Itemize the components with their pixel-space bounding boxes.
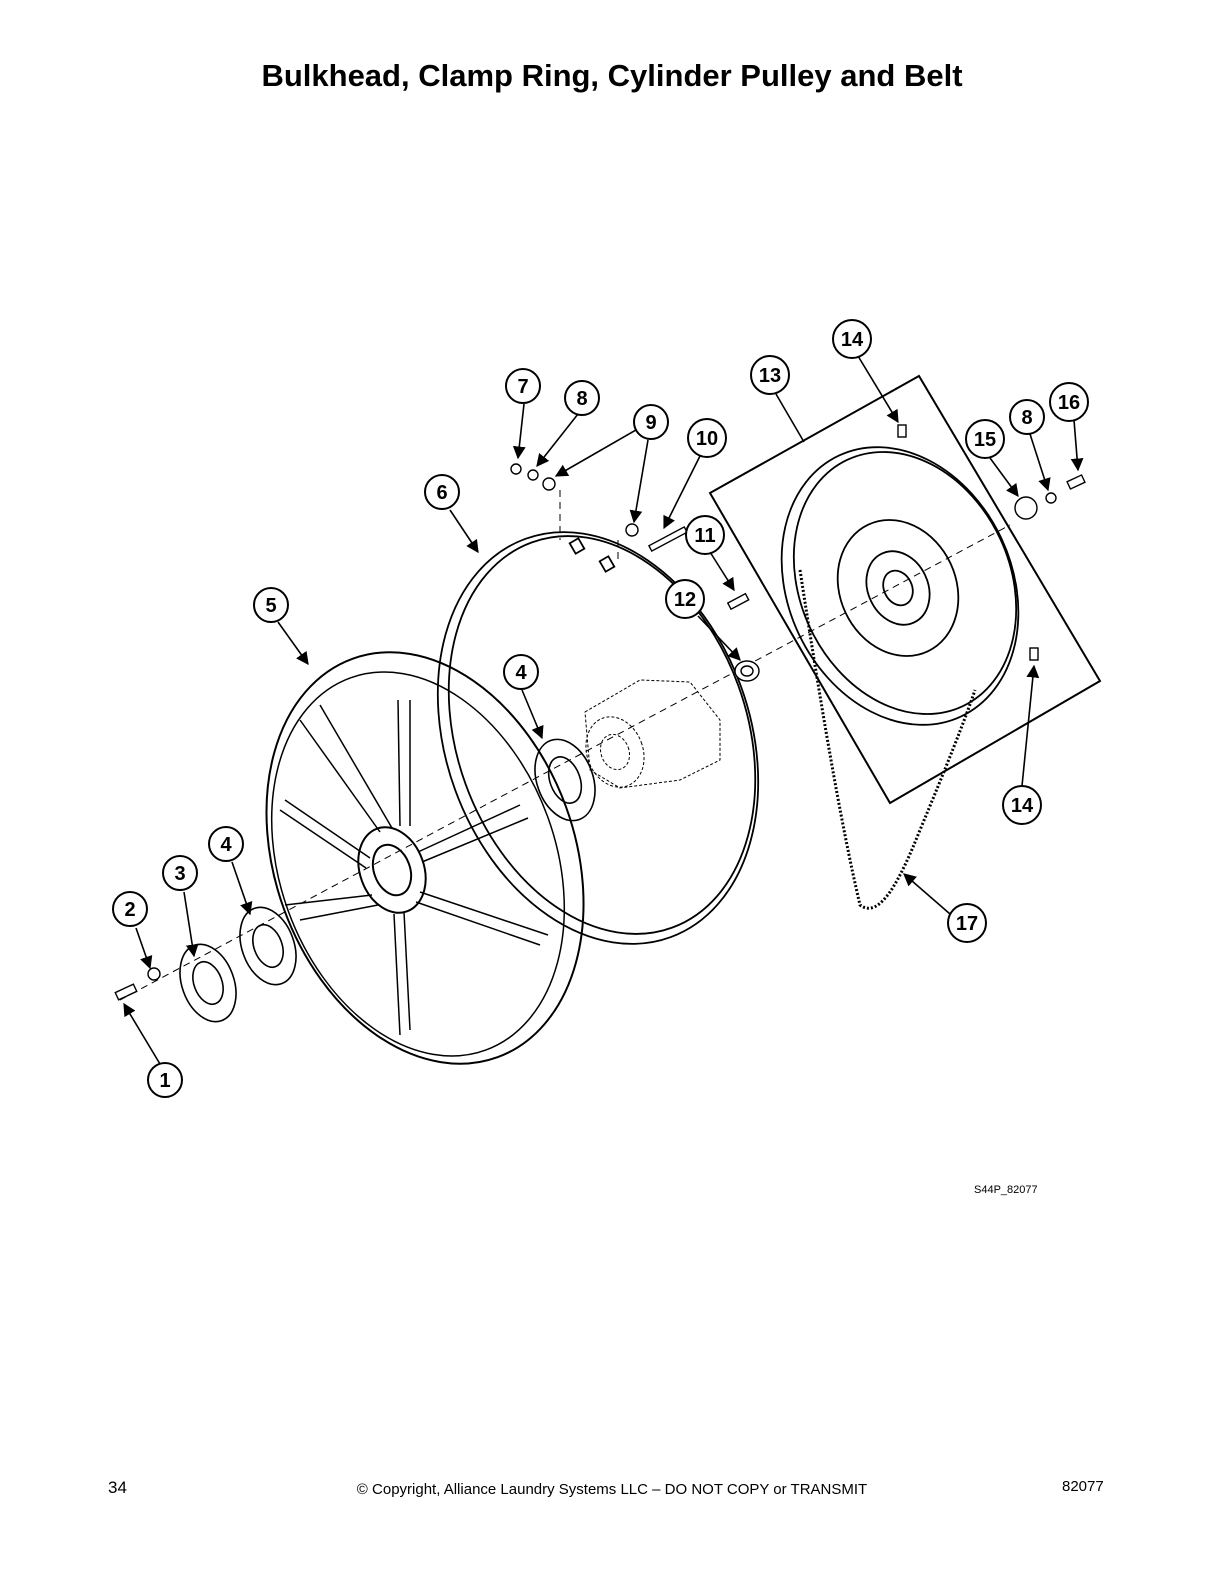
svg-text:16: 16 <box>1058 392 1080 414</box>
drive-belt <box>798 569 977 910</box>
callout-7: 7 <box>505 368 541 404</box>
bearing-housing <box>584 679 721 789</box>
callout-3: 3 <box>162 855 198 891</box>
document-number: 82077 <box>1062 1478 1104 1495</box>
callout-16: 16 <box>1049 382 1089 422</box>
svg-text:5: 5 <box>265 595 276 617</box>
callout-13: 13 <box>750 355 790 395</box>
bulkhead-wheel <box>265 651 585 1065</box>
cylinder-pulley <box>708 374 1102 805</box>
callout-4a: 4 <box>208 826 244 862</box>
svg-text:1: 1 <box>159 1070 170 1092</box>
callout-1: 1 <box>147 1062 183 1098</box>
page-number: 34 <box>108 1478 127 1497</box>
svg-text:17: 17 <box>956 913 978 935</box>
svg-text:8: 8 <box>576 388 587 410</box>
callout-11: 11 <box>685 515 725 555</box>
svg-text:4: 4 <box>515 662 527 684</box>
clamp-ring <box>436 531 760 945</box>
svg-text:4: 4 <box>220 834 232 856</box>
callout-4b: 4 <box>503 654 539 690</box>
flange-plates <box>179 738 596 1023</box>
svg-text:2: 2 <box>124 899 135 921</box>
svg-text:6: 6 <box>436 482 447 504</box>
svg-text:12: 12 <box>674 589 696 611</box>
callout-5: 5 <box>253 587 289 623</box>
callout-9: 9 <box>633 404 669 440</box>
svg-text:13: 13 <box>759 365 781 387</box>
assembly-axis <box>119 490 1011 1001</box>
callout-12: 12 <box>665 579 705 619</box>
figure-code: S44P_82077 <box>974 1184 1038 1196</box>
small-hardware <box>114 424 1086 1001</box>
svg-text:7: 7 <box>517 376 528 398</box>
page-title: Bulkhead, Clamp Ring, Cylinder Pulley an… <box>261 58 963 93</box>
copyright-notice: © Copyright, Alliance Laundry Systems LL… <box>356 1481 868 1498</box>
callout-10: 10 <box>687 418 727 458</box>
leader-lines <box>123 355 1084 1065</box>
callout-6: 6 <box>424 474 460 510</box>
callout-17: 17 <box>947 903 987 943</box>
svg-text:11: 11 <box>694 525 715 547</box>
callout-8b: 8 <box>1009 399 1045 435</box>
svg-text:8: 8 <box>1021 407 1032 429</box>
callouts: 1 2 3 4 4 5 6 7 8 8 9 10 11 12 13 14 14 … <box>112 319 1089 1098</box>
callout-14a: 14 <box>832 319 872 359</box>
svg-text:15: 15 <box>974 429 996 451</box>
svg-text:14: 14 <box>1011 795 1034 817</box>
svg-text:14: 14 <box>841 329 864 351</box>
svg-text:9: 9 <box>645 412 656 434</box>
callout-8a: 8 <box>564 380 600 416</box>
callout-2: 2 <box>112 891 148 927</box>
callout-14b: 14 <box>1002 785 1042 825</box>
svg-text:10: 10 <box>696 428 718 450</box>
svg-text:3: 3 <box>174 863 185 885</box>
callout-15: 15 <box>965 419 1005 459</box>
